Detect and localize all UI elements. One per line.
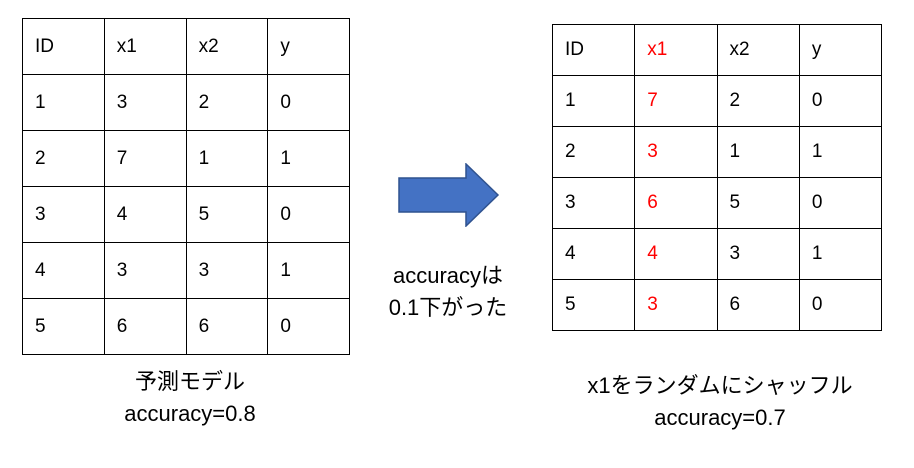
header-cell: x1 bbox=[103, 18, 187, 75]
table-cell: 1 bbox=[185, 130, 269, 187]
header-cell: ID bbox=[551, 24, 636, 76]
header-cell-highlighted: x1 bbox=[634, 24, 718, 76]
table-cell: 3 bbox=[185, 242, 269, 299]
table-cell: 3 bbox=[716, 228, 800, 280]
table-row: 4 4 3 1 bbox=[551, 228, 883, 280]
table-row: 1 7 2 0 bbox=[551, 75, 883, 127]
table-row: 5 3 6 0 bbox=[551, 279, 883, 331]
caption-title: 予測モデル bbox=[134, 369, 245, 394]
table-cell: 4 bbox=[103, 186, 187, 243]
table-cell: 1 bbox=[267, 242, 350, 299]
table-cell: 1 bbox=[798, 126, 883, 178]
table-cell: 4 bbox=[22, 242, 105, 299]
table-cell: 0 bbox=[267, 186, 350, 243]
caption-accuracy: accuracy=0.7 bbox=[654, 405, 786, 430]
header-cell: y bbox=[798, 24, 883, 76]
table-header-row: ID x1 x2 y bbox=[551, 24, 883, 76]
table-cell: 5 bbox=[22, 298, 105, 355]
caption-accuracy: accuracy=0.8 bbox=[124, 401, 256, 426]
table-cell: 5 bbox=[551, 279, 636, 331]
header-cell: y bbox=[267, 18, 350, 75]
table-cell: 1 bbox=[798, 228, 883, 280]
table-cell: 3 bbox=[22, 186, 105, 243]
note-line: 0.1下がった bbox=[388, 295, 508, 320]
table-row: 2 3 1 1 bbox=[551, 126, 883, 178]
table-cell: 0 bbox=[267, 298, 350, 355]
table-cell: 3 bbox=[551, 177, 636, 229]
arrow-shape bbox=[398, 163, 500, 227]
original-model-caption: 予測モデル accuracy=0.8 bbox=[60, 366, 320, 430]
table-row: 4 3 3 1 bbox=[22, 242, 350, 299]
table-row: 5 6 6 0 bbox=[22, 298, 350, 355]
table-cell: 4 bbox=[551, 228, 636, 280]
table-header-row: ID x1 x2 y bbox=[22, 18, 350, 75]
table-cell: 6 bbox=[185, 298, 269, 355]
note-line: accuracyは bbox=[392, 263, 504, 288]
original-data-table: ID x1 x2 y 1 3 2 0 2 7 1 1 3 4 5 0 4 3 3… bbox=[22, 18, 350, 355]
header-cell: x2 bbox=[185, 18, 269, 75]
table-row: 2 7 1 1 bbox=[22, 130, 350, 187]
table-row: 3 6 5 0 bbox=[551, 177, 883, 229]
table-cell: 1 bbox=[551, 75, 636, 127]
shuffled-cell: 7 bbox=[634, 75, 718, 127]
header-cell: x2 bbox=[716, 24, 800, 76]
table-cell: 0 bbox=[798, 279, 883, 331]
table-cell: 7 bbox=[103, 130, 187, 187]
table-cell: 5 bbox=[185, 186, 269, 243]
table-cell: 1 bbox=[22, 74, 105, 131]
table-cell: 2 bbox=[22, 130, 105, 187]
table-cell: 3 bbox=[103, 242, 187, 299]
table-cell: 2 bbox=[185, 74, 269, 131]
table-row: 3 4 5 0 bbox=[22, 186, 350, 243]
table-cell: 1 bbox=[267, 130, 350, 187]
table-cell: 0 bbox=[267, 74, 350, 131]
right-arrow-icon bbox=[398, 163, 500, 227]
table-cell: 0 bbox=[798, 75, 883, 127]
accuracy-change-note: accuracyは 0.1下がった bbox=[368, 260, 528, 324]
shuffled-model-caption: x1をランダムにシャッフル accuracy=0.7 bbox=[540, 370, 900, 434]
shuffled-cell: 3 bbox=[634, 279, 718, 331]
table-cell: 6 bbox=[103, 298, 187, 355]
shuffled-cell: 6 bbox=[634, 177, 718, 229]
table-cell: 1 bbox=[716, 126, 800, 178]
shuffled-cell: 3 bbox=[634, 126, 718, 178]
table-cell: 5 bbox=[716, 177, 800, 229]
table-row: 1 3 2 0 bbox=[22, 74, 350, 131]
table-cell: 6 bbox=[716, 279, 800, 331]
table-cell: 0 bbox=[798, 177, 883, 229]
header-cell: ID bbox=[22, 18, 105, 75]
caption-title: x1をランダムにシャッフル bbox=[587, 373, 853, 398]
table-cell: 2 bbox=[551, 126, 636, 178]
table-cell: 2 bbox=[716, 75, 800, 127]
shuffled-data-table: ID x1 x2 y 1 7 2 0 2 3 1 1 3 6 5 0 4 4 3… bbox=[551, 24, 883, 331]
table-cell: 3 bbox=[103, 74, 187, 131]
shuffled-cell: 4 bbox=[634, 228, 718, 280]
